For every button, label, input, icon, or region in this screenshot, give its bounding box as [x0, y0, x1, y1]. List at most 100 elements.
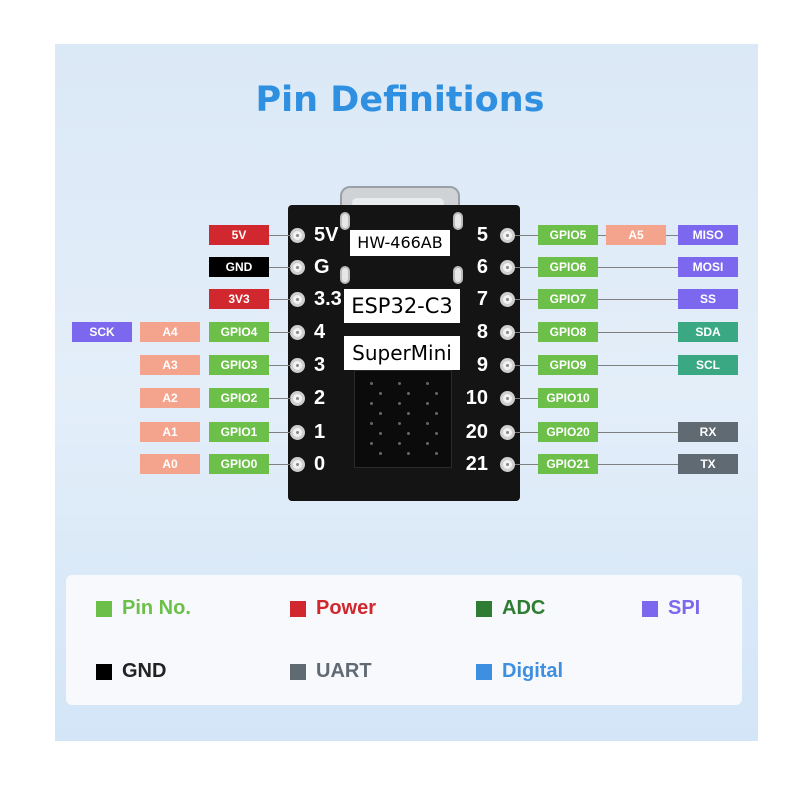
board-pin-number-left: G: [314, 256, 330, 278]
board-label-chip: ESP32-C3: [344, 289, 460, 323]
pin-tag-mosi: MOSI: [678, 257, 738, 277]
via-dot: [398, 422, 401, 425]
pin-hole-right: [500, 292, 515, 307]
legend-label: ADC: [502, 597, 546, 619]
legend-swatch: [476, 600, 492, 617]
pin-hole-left: [290, 358, 305, 373]
via-dot: [426, 422, 429, 425]
board-pin-number-right: 21: [465, 453, 488, 475]
legend-label: Power: [316, 597, 377, 619]
via-dot: [407, 432, 410, 435]
usb-c-port: [352, 198, 444, 208]
via-dot: [370, 442, 373, 445]
pin-tag-scl: SCL: [678, 355, 738, 375]
pin-tag-a0: A0: [140, 454, 200, 474]
board-label-variant: SuperMini: [344, 336, 460, 370]
via-dot: [379, 412, 382, 415]
pin-tag-gpio7: GPIO7: [538, 289, 598, 309]
via-dot: [407, 392, 410, 395]
pin-tag-gpio21: GPIO21: [538, 454, 598, 474]
via-dot: [398, 382, 401, 385]
pin-tag-gpio20: GPIO20: [538, 422, 598, 442]
pin-hole-left: [290, 457, 305, 472]
pin-tag-gnd: GND: [209, 257, 269, 277]
pin-tag-gpio8: GPIO8: [538, 322, 598, 342]
board-pin-number-left: 3: [314, 354, 326, 376]
via-dot: [435, 432, 438, 435]
page-title: Pin Definitions: [255, 80, 545, 120]
mcu-chip: [354, 370, 452, 468]
leader-line: [269, 365, 291, 366]
pin-hole-right: [500, 457, 515, 472]
legend-label: UART: [316, 660, 372, 682]
legend-item: ADC: [476, 597, 545, 620]
pin-tag-gpio10: GPIO10: [538, 388, 598, 408]
leader-line: [269, 299, 291, 300]
board-pin-number-left: 2: [314, 387, 326, 409]
pin-tag-a1: A1: [140, 422, 200, 442]
legend-label: GND: [122, 660, 167, 682]
board-pin-number-right: 7: [476, 288, 488, 310]
pin-tag-gpio3: GPIO3: [209, 355, 269, 375]
via-dot: [379, 452, 382, 455]
via-dot: [370, 382, 373, 385]
board-pin-number-left: 1: [314, 421, 326, 443]
board-pin-number-right: 6: [476, 256, 488, 278]
board-label-model: HW-466AB: [350, 230, 450, 256]
legend-item: SPI: [642, 597, 700, 620]
mounting-slot: [340, 212, 350, 230]
pin-hole-left: [290, 425, 305, 440]
legend-label: Digital: [502, 660, 564, 682]
leader-line: [269, 398, 291, 399]
board-pin-number-left: 4: [314, 321, 326, 343]
pin-tag-a4: A4: [140, 322, 200, 342]
pin-hole-left: [290, 260, 305, 275]
mounting-slot: [340, 266, 350, 284]
board-pin-number-left: 5V: [314, 224, 339, 246]
pin-tag-gpio2: GPIO2: [209, 388, 269, 408]
via-dot: [426, 442, 429, 445]
pin-hole-right: [500, 228, 515, 243]
legend-item: Power: [290, 597, 376, 620]
via-dot: [379, 392, 382, 395]
pin-hole-right: [500, 391, 515, 406]
via-dot: [379, 432, 382, 435]
via-dot: [407, 412, 410, 415]
pin-tag-gpio4: GPIO4: [209, 322, 269, 342]
via-dot: [407, 452, 410, 455]
legend-swatch: [476, 663, 492, 680]
via-dot: [426, 402, 429, 405]
board-pin-number-right: 9: [476, 354, 488, 376]
legend-swatch: [96, 600, 112, 617]
pin-tag-a2: A2: [140, 388, 200, 408]
pin-tag-a5: A5: [606, 225, 666, 245]
via-dot: [435, 412, 438, 415]
pin-hole-left: [290, 391, 305, 406]
pin-tag-miso: MISO: [678, 225, 738, 245]
pin-tag-3v3: 3V3: [209, 289, 269, 309]
pin-hole-left: [290, 325, 305, 340]
pin-hole-right: [500, 358, 515, 373]
legend-label: SPI: [668, 597, 701, 619]
pin-tag-a3: A3: [140, 355, 200, 375]
leader-line: [269, 432, 291, 433]
board-pin-number-right: 10: [465, 387, 488, 409]
board-pin-number-right: 8: [476, 321, 488, 343]
pin-tag-gpio6: GPIO6: [538, 257, 598, 277]
pin-hole-left: [290, 292, 305, 307]
via-dot: [435, 392, 438, 395]
legend-item: GND: [96, 660, 166, 683]
legend-swatch: [290, 600, 306, 617]
legend-box: [66, 575, 742, 705]
leader-line: [269, 332, 291, 333]
pin-tag-gpio5: GPIO5: [538, 225, 598, 245]
pin-tag-tx: TX: [678, 454, 738, 474]
via-dot: [398, 442, 401, 445]
board-pin-number-right: 20: [465, 421, 488, 443]
pin-hole-right: [500, 425, 515, 440]
pin-hole-right: [500, 260, 515, 275]
legend-swatch: [642, 600, 658, 617]
via-dot: [435, 452, 438, 455]
pin-tag-gpio1: GPIO1: [209, 422, 269, 442]
leader-line: [269, 235, 291, 236]
